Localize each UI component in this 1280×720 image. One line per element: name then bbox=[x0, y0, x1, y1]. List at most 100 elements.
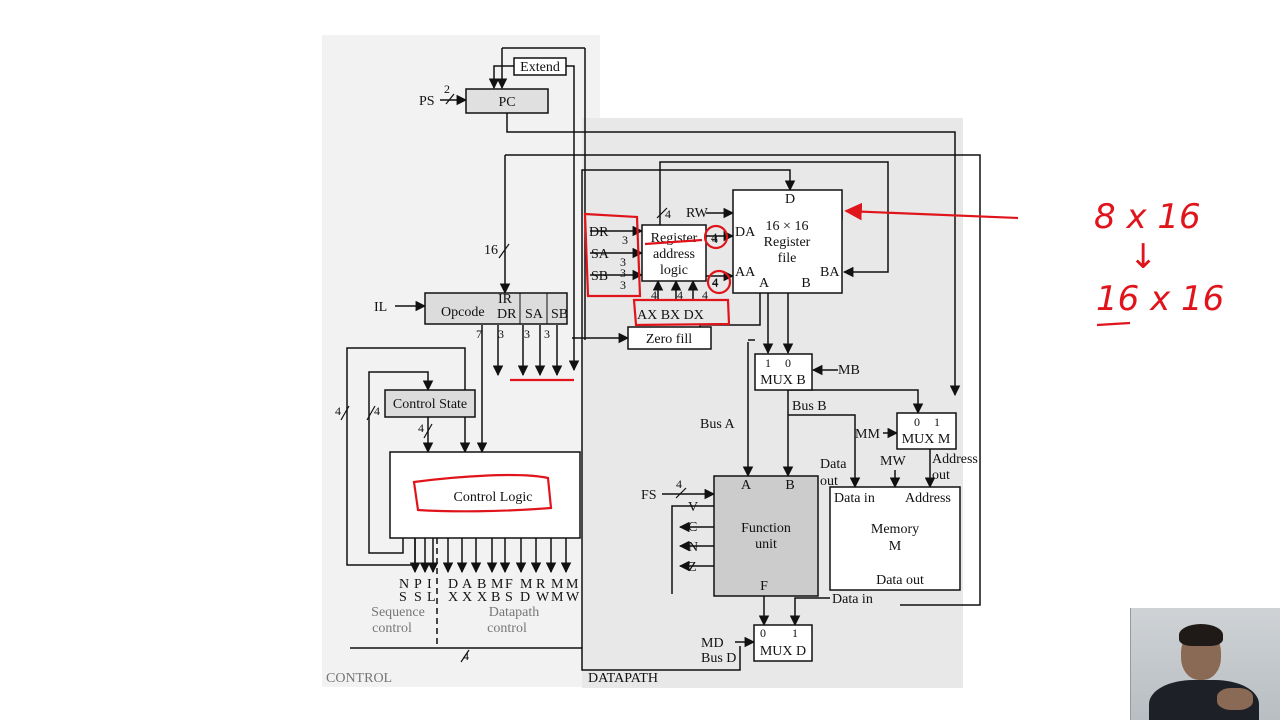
mem-data-out-label: Data out bbox=[876, 573, 924, 588]
rl-width-4a: 4 bbox=[712, 232, 718, 246]
control-signal-letter: S bbox=[414, 590, 422, 605]
control-signal-letter: N bbox=[399, 577, 409, 592]
control-signal-letter: W bbox=[536, 590, 550, 605]
width-3d: 3 bbox=[620, 278, 626, 292]
control-region-label: CONTROL bbox=[326, 671, 392, 686]
axbxdx-label: AX BX DX bbox=[637, 308, 704, 323]
ink-box-selectors bbox=[583, 212, 642, 298]
ir-sb-label: SB bbox=[551, 307, 568, 322]
ink-annotations bbox=[412, 202, 1131, 513]
rl-width-4b: 4 bbox=[712, 275, 718, 289]
control-signal-letter: M bbox=[491, 577, 504, 592]
register-address-logic bbox=[641, 224, 707, 282]
control-signal-letter: X bbox=[477, 590, 487, 605]
data-out-label-2: out bbox=[820, 474, 838, 489]
mb-label: MB bbox=[838, 363, 860, 378]
control-signal-letter: P bbox=[414, 577, 422, 592]
control-state-box bbox=[384, 389, 476, 418]
flag-c: C bbox=[688, 520, 697, 535]
control-state-label: Control State bbox=[393, 397, 467, 412]
bx-width: 4 bbox=[677, 288, 683, 302]
flag-n: N bbox=[688, 540, 698, 555]
fs-width: 4 bbox=[676, 477, 682, 491]
muxm-0: 0 bbox=[914, 415, 920, 429]
ba-label: BA bbox=[820, 265, 840, 280]
control-signal-letter: M bbox=[551, 577, 564, 592]
il-label: IL bbox=[374, 300, 387, 315]
ink-box-control-logic bbox=[412, 473, 553, 513]
regfile-line2: Register bbox=[764, 235, 811, 250]
mem-address-label: Address bbox=[905, 491, 951, 506]
field-width-3a: 3 bbox=[498, 327, 504, 341]
fu-line2: unit bbox=[755, 537, 777, 552]
width-16: 16 bbox=[484, 243, 498, 258]
ir-dr-label: DR bbox=[497, 307, 517, 322]
ink-arrow-to-regfile bbox=[844, 202, 1019, 221]
control-signal-letter: S bbox=[399, 590, 407, 605]
ink-circle-aa bbox=[706, 269, 732, 295]
control-signal-letter: I bbox=[427, 577, 432, 592]
mw-label: MW bbox=[880, 454, 906, 469]
control-signal-letter: S bbox=[505, 590, 513, 605]
memory-line1: Memory bbox=[871, 522, 919, 537]
sa-label: SA bbox=[591, 247, 610, 262]
mem-data-in-label: Data in bbox=[834, 491, 875, 506]
aa-label: AA bbox=[735, 265, 756, 280]
control-logic-label: Control Logic bbox=[454, 490, 533, 505]
presenter-hand bbox=[1217, 688, 1253, 710]
bus-d-label: Bus D bbox=[701, 651, 736, 666]
data-out-label-1: Data bbox=[820, 457, 847, 472]
muxd-1: 1 bbox=[792, 626, 798, 640]
ps-width: 2 bbox=[444, 82, 450, 96]
regfile-line3: file bbox=[778, 251, 797, 266]
ax-width: 4 bbox=[651, 288, 657, 302]
fu-line1: Function bbox=[741, 521, 791, 536]
mux-m bbox=[896, 412, 957, 450]
muxm-1: 1 bbox=[934, 415, 940, 429]
extend-box bbox=[513, 57, 567, 76]
opcode-label: Opcode bbox=[441, 305, 485, 320]
regfile-line1: 16 × 16 bbox=[766, 219, 809, 234]
fs-label: FS bbox=[641, 488, 657, 503]
address-out-label-2: out bbox=[932, 468, 950, 483]
muxd-0: 0 bbox=[760, 626, 766, 640]
mm-label: MM bbox=[855, 427, 880, 442]
control-signal-letter: B bbox=[477, 577, 486, 592]
ink-circle-da bbox=[703, 224, 729, 250]
field-width-3c: 3 bbox=[544, 327, 550, 341]
width-3c: 3 bbox=[620, 266, 626, 280]
bottom-width-4: 4 bbox=[463, 649, 469, 663]
cs-width-4a: 4 bbox=[335, 404, 341, 418]
control-signal-letter: M bbox=[520, 577, 533, 592]
sequence-control-line1: Sequence bbox=[371, 605, 425, 620]
muxb-label: MUX B bbox=[760, 373, 806, 388]
bus-b-label: Bus B bbox=[792, 399, 827, 414]
flag-v: V bbox=[688, 500, 698, 515]
memory-box bbox=[829, 486, 961, 591]
ir-sa-label: SA bbox=[525, 307, 544, 322]
extend-label: Extend bbox=[520, 60, 560, 75]
zero-fill-label: Zero fill bbox=[646, 332, 692, 347]
presenter-hair bbox=[1179, 624, 1223, 646]
fu-b-label: B bbox=[785, 478, 794, 493]
cs-width-4c: 4 bbox=[418, 421, 424, 435]
width-3a: 3 bbox=[622, 233, 628, 247]
ink-circle-aa-text: 4 bbox=[712, 275, 719, 290]
ink-underline-reg-logic bbox=[644, 238, 703, 246]
ink-note-line2: 16 x 16 bbox=[1096, 279, 1224, 319]
control-signal-letter: D bbox=[520, 590, 530, 605]
control-logic-box bbox=[389, 451, 581, 539]
address-out-label-1: Address bbox=[932, 452, 978, 467]
bus-a-label: Bus A bbox=[700, 417, 736, 432]
datapath-control-line2: control bbox=[487, 621, 527, 636]
cs-width-4b: 4 bbox=[374, 404, 380, 418]
control-signal-letter: M bbox=[551, 590, 564, 605]
sequence-control-line2: control bbox=[372, 621, 412, 636]
rw-label: RW bbox=[686, 206, 709, 221]
ink-note-arrow: ↓ bbox=[1129, 237, 1158, 277]
control-signal-letter: A bbox=[462, 577, 473, 592]
control-region bbox=[322, 35, 600, 687]
